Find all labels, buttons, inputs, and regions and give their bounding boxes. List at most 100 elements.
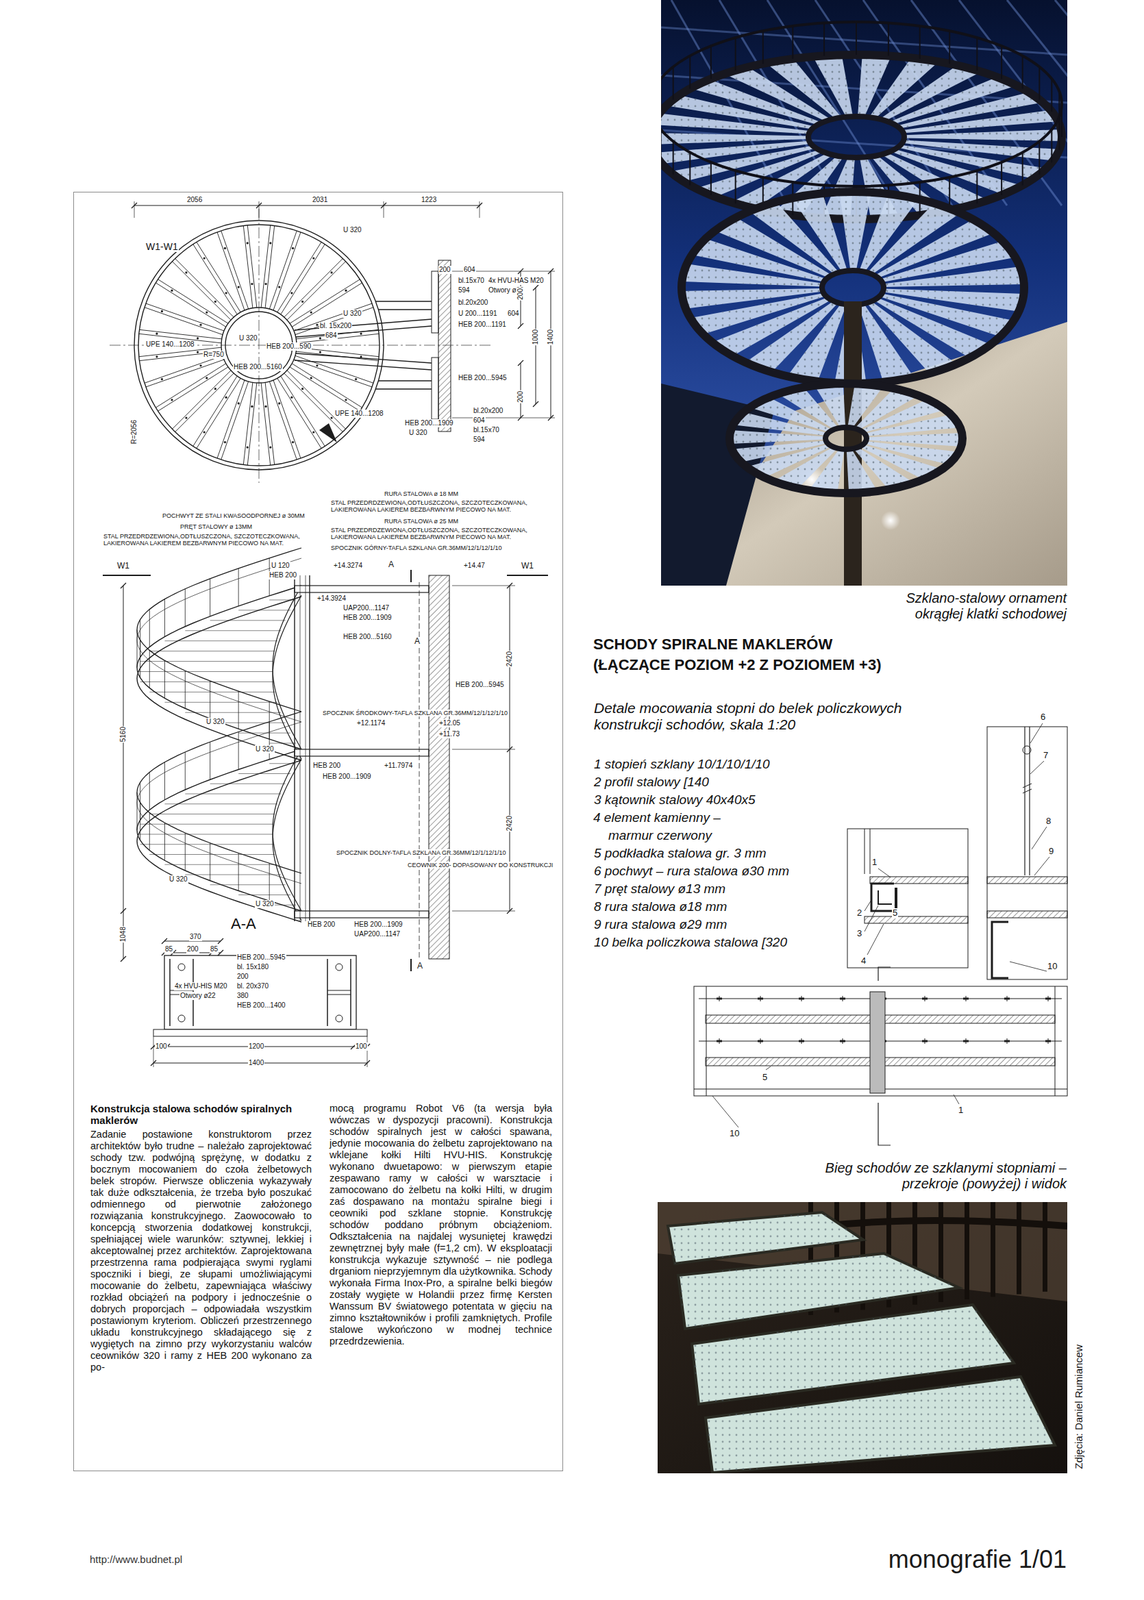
fixing-mark [1006, 1038, 1008, 1044]
glass-step [238, 773, 291, 775]
fixing-dot [203, 430, 206, 433]
stringer-ring [808, 116, 905, 158]
handrail [661, 21, 1062, 187]
drawing-label: U 320 [342, 226, 363, 235]
extension-line [258, 201, 260, 218]
railing-bar [823, 22, 825, 56]
section-frame [693, 986, 1068, 1097]
step-channel [295, 355, 374, 383]
railing-bar [209, 680, 211, 719]
glass-step [238, 894, 291, 896]
glass-step [184, 630, 281, 631]
drawing-label: U 320 [408, 428, 429, 438]
glass-step [858, 303, 914, 382]
drawing-note: STAL PRZEDRDZEWIONA,ODTŁUSZCZONA, SZCZOT… [102, 532, 324, 548]
anchor-bolt [335, 963, 343, 971]
callout-number: 2 [856, 908, 863, 919]
dimension-text: 1200 [247, 1042, 265, 1051]
support-beam [294, 360, 432, 370]
glass-step [864, 414, 961, 436]
glass-step [901, 110, 1058, 134]
drawing-label: HEB 200...5160 [342, 632, 393, 642]
drawing-label: HEB 200...5945 [457, 374, 508, 383]
dimension-text: 604 [506, 309, 520, 318]
bracket [878, 1102, 891, 1146]
article-column: Zadanie postawione konstruktorom przez a… [90, 1128, 312, 1374]
glass-step [210, 619, 286, 621]
stringer-beam [137, 749, 302, 912]
drawing-label: bl.15x70 [457, 276, 486, 285]
fixing-dot [301, 387, 304, 390]
heb-web [169, 990, 194, 992]
glass-step [184, 712, 281, 714]
fixing-dot [344, 398, 347, 401]
drawing-label: HEB 200...5945 [454, 680, 505, 690]
fixing-dot [203, 256, 206, 259]
railing-post [1028, 726, 1030, 876]
extension-line [479, 201, 481, 218]
glass-dots [814, 383, 846, 429]
dimension-text: 200 [516, 390, 525, 404]
fixing-mark [924, 996, 926, 1002]
railing-bar [149, 772, 151, 811]
leader-line [953, 1094, 960, 1105]
stringer-ring [729, 383, 963, 494]
drawing-label: U 320 [342, 309, 363, 318]
step-channel [277, 378, 322, 449]
drawing-note: PRĘT STALOWY ø 13MM [179, 523, 253, 531]
step-channel [293, 303, 372, 331]
fixing-dot [330, 271, 333, 274]
dimension-text: 2420 [505, 815, 514, 832]
glass-step [149, 650, 275, 652]
stringer-line [1054, 986, 1056, 1097]
glass-step [184, 874, 281, 876]
stringer-circle [134, 220, 384, 470]
fixing-dot [184, 271, 188, 274]
fixing-dot [264, 405, 267, 408]
key-item: 3 kątownik stalowy 40x40x5 [593, 791, 757, 810]
section-mark-label: A [413, 637, 421, 647]
anchor-bolt [178, 963, 185, 971]
glass-step [238, 609, 291, 611]
bracket [878, 967, 891, 981]
glass-step [661, 141, 812, 165]
step-channel [243, 382, 253, 465]
dimension-tick [217, 950, 224, 956]
steel-angle [878, 890, 892, 905]
dimension-line [123, 585, 124, 960]
dimension-line [134, 205, 480, 207]
glass-step [164, 640, 278, 642]
fixing-dot [196, 337, 199, 340]
railing-bar [209, 843, 211, 881]
dimension-tick [532, 401, 539, 407]
section-mark-label: A [387, 560, 395, 570]
level-mark: +14.3274 [332, 561, 364, 570]
callout-number: 1 [957, 1105, 964, 1116]
step-channel [291, 282, 362, 327]
railing-bar [1038, 67, 1040, 101]
glass-step [813, 54, 853, 117]
stringer-line [706, 986, 707, 1097]
dimension-tick [517, 323, 524, 329]
dimension-text: 200 [438, 265, 452, 275]
railing-bar [762, 30, 764, 64]
glass-step [866, 432, 963, 447]
glass-dots [904, 129, 1062, 142]
dimension-text: 200 [186, 945, 200, 954]
railing-bar [209, 578, 211, 617]
glass-step [681, 288, 823, 309]
glass-step [137, 834, 273, 836]
leader-line [894, 902, 897, 906]
dimension-text: 1048 [119, 926, 128, 943]
glass-step [731, 440, 828, 462]
photo-spiral-from-below [661, 0, 1068, 586]
glass-step [846, 448, 878, 494]
section-mark-label: A [416, 961, 424, 972]
dimension-text: 1400 [247, 1059, 265, 1068]
fixing-dot [359, 355, 362, 358]
drawing-label: U 320 [238, 334, 259, 343]
base-plate [431, 271, 439, 333]
railing-bar [269, 863, 270, 901]
fixing-mark [965, 996, 967, 1002]
step-channel [217, 232, 245, 311]
